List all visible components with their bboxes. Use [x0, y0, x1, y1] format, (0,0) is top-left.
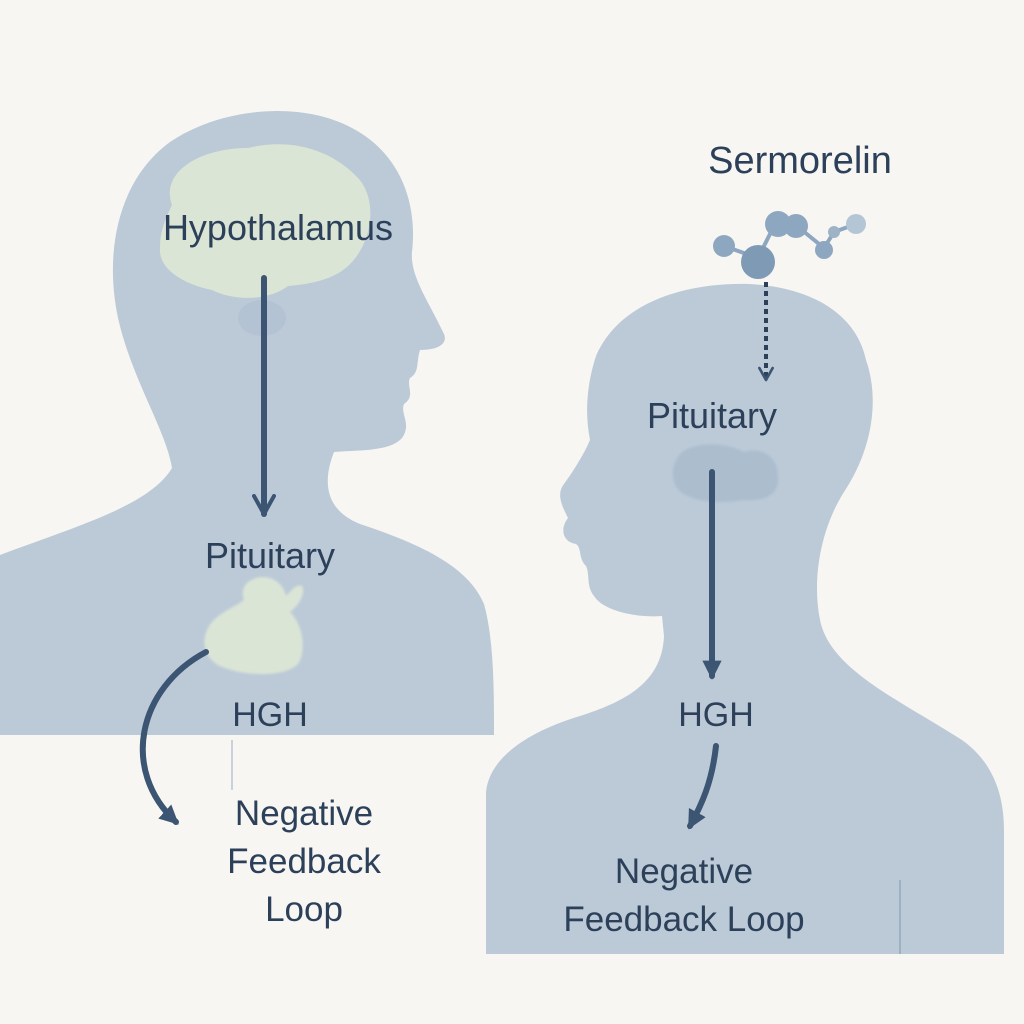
right-feedback-label: Negative Feedback Loop [520, 848, 848, 944]
right-arrow-hgh-to-feedback [687, 743, 719, 830]
right-hgh-label: HGH [678, 696, 754, 734]
left-figure [0, 111, 494, 825]
left-pituitary-label: Pituitary [204, 535, 336, 576]
right-silhouette [486, 283, 1004, 954]
left-feedback-line-3: Loop [265, 890, 343, 929]
left-hypothalamus-label: Hypothalamus [162, 207, 394, 248]
left-feedback-label: Negative Feedback Loop [206, 790, 402, 934]
left-hgh-label: HGH [232, 696, 308, 734]
left-silhouette [0, 111, 494, 736]
right-pituitary-label: Pituitary [646, 395, 778, 436]
left-feedback-line-1: Negative [234, 794, 374, 833]
left-pituitary-gland [204, 577, 304, 674]
right-feedback-line-1: Negative [614, 852, 754, 891]
left-arrow-curve-to-feedback [139, 649, 209, 825]
right-pituitary-blob [672, 444, 779, 503]
left-feedback-line-2: Feedback [227, 842, 381, 881]
left-brain [159, 144, 371, 298]
sermorelin-molecule-icon [713, 211, 866, 279]
right-feedback-line-2: Feedback Loop [563, 900, 805, 939]
sermorelin-label: Sermorelin [708, 140, 892, 182]
right-figure [486, 211, 1004, 954]
